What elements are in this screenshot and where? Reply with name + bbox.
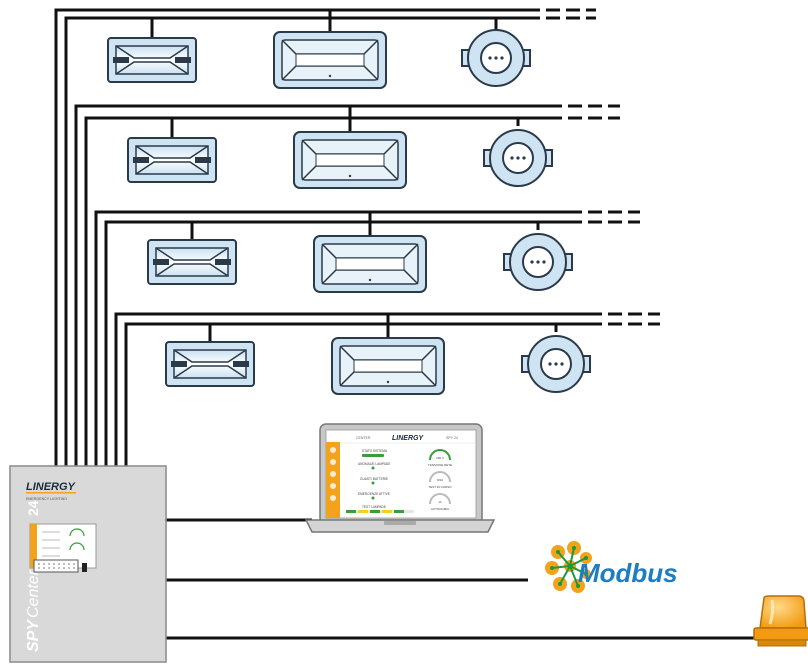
screen-sidebar	[326, 442, 340, 518]
exit-sign-fixture	[127, 137, 217, 183]
gauge-value: 8/24	[437, 478, 443, 482]
product-name: Center	[25, 569, 42, 618]
status-label: GUASTI BATTERIE	[360, 477, 388, 481]
ceiling-light-fixture	[293, 131, 407, 189]
status-label: STATO SISTEMA	[362, 449, 388, 453]
modbus-logo: Modbus	[545, 541, 678, 593]
laptop-monitor: CENTER LINERGY SPY 24 STATO SISTEMA ANOM…	[304, 423, 496, 533]
wire-row1-a	[54, 8, 540, 468]
exit-sign-fixture	[107, 37, 197, 83]
screen-left-header: CENTER	[356, 436, 371, 440]
laptop-base	[304, 519, 496, 533]
fixture-grid	[107, 29, 591, 395]
gauge-label: AUTONOMIA	[431, 507, 449, 511]
exit-sign-fixture	[147, 239, 237, 285]
ceiling-light-fixture	[273, 31, 387, 89]
gauge-value: 1h	[438, 500, 442, 504]
round-spot-fixture	[461, 29, 531, 87]
spy-center-controller: LINERGY EMERGENCY LIGHTING	[9, 465, 167, 663]
round-spot-fixture	[503, 233, 573, 291]
wire-row3-a	[94, 210, 582, 468]
status-label: EMERGENZE ATTIVE	[358, 492, 390, 496]
ceiling-light-fixture	[313, 235, 427, 293]
wire-row2-b	[84, 116, 562, 468]
product-number: 24	[25, 500, 41, 516]
test-progress-bar	[346, 510, 414, 513]
controller-tagline: EMERGENCY LIGHTING	[26, 497, 67, 501]
warning-beacon-icon	[753, 595, 808, 647]
wire-row4-b	[124, 322, 602, 468]
wire-row1-b	[64, 16, 540, 468]
product-prefix: SPY	[25, 619, 42, 652]
screen-brand: LINERGY	[392, 435, 424, 442]
wire-row3-b	[104, 220, 582, 468]
exit-sign-fixture	[165, 341, 255, 387]
svg-text:SPYCenter: SPYCenter	[25, 569, 42, 652]
wire-row4-a	[114, 312, 602, 468]
bus-wires	[54, 8, 758, 640]
wire-row2-a	[74, 104, 562, 468]
screen-right-header: SPY 24	[446, 436, 458, 440]
round-spot-fixture	[521, 335, 591, 393]
controller-product-name: SPYCenter	[25, 569, 42, 652]
gauge-label: TENSIONE RETE	[428, 463, 452, 467]
gauge-value: 230 V	[436, 456, 444, 460]
status-label: TEST LAMPADE	[362, 505, 386, 509]
controller-brand: LINERGY	[26, 481, 77, 493]
gauge-label: TEST IN CORSO	[428, 485, 452, 489]
controller-keypad	[33, 559, 87, 573]
ceiling-light-fixture	[331, 337, 445, 395]
round-spot-fixture	[483, 129, 553, 187]
modbus-label: Modbus	[578, 558, 678, 588]
status-label: ANOMALIE LAMPADE	[358, 462, 390, 466]
modbus-network-icon	[545, 541, 592, 593]
